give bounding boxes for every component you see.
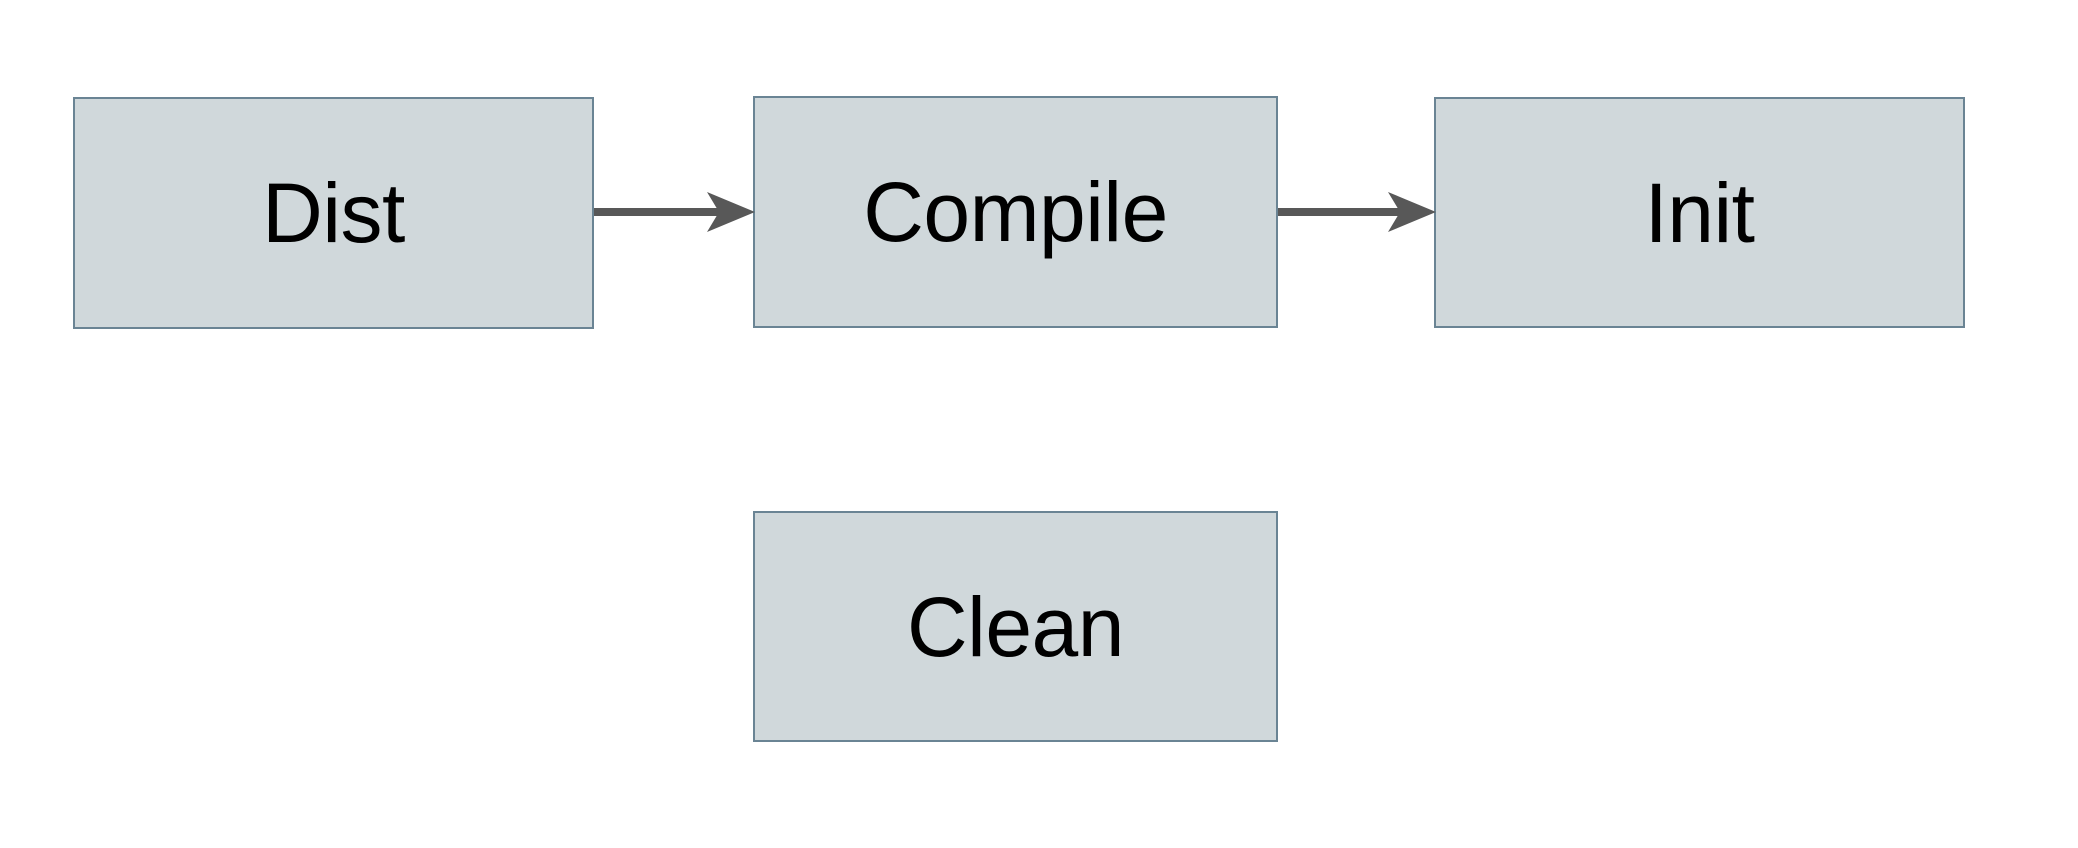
node-compile-label: Compile	[863, 165, 1168, 259]
node-clean[interactable]: Clean	[753, 511, 1278, 742]
arrowhead-icon	[707, 192, 755, 232]
node-init[interactable]: Init	[1434, 97, 1965, 328]
node-init-label: Init	[1644, 165, 1755, 260]
edge-compile-to-init[interactable]	[1278, 192, 1436, 234]
arrowhead-icon	[1388, 192, 1436, 232]
edge-dist-to-compile[interactable]	[594, 192, 755, 234]
node-dist[interactable]: Dist	[73, 97, 594, 329]
node-compile[interactable]: Compile	[753, 96, 1278, 328]
node-dist-label: Dist	[262, 166, 405, 260]
node-clean-label: Clean	[907, 579, 1124, 674]
